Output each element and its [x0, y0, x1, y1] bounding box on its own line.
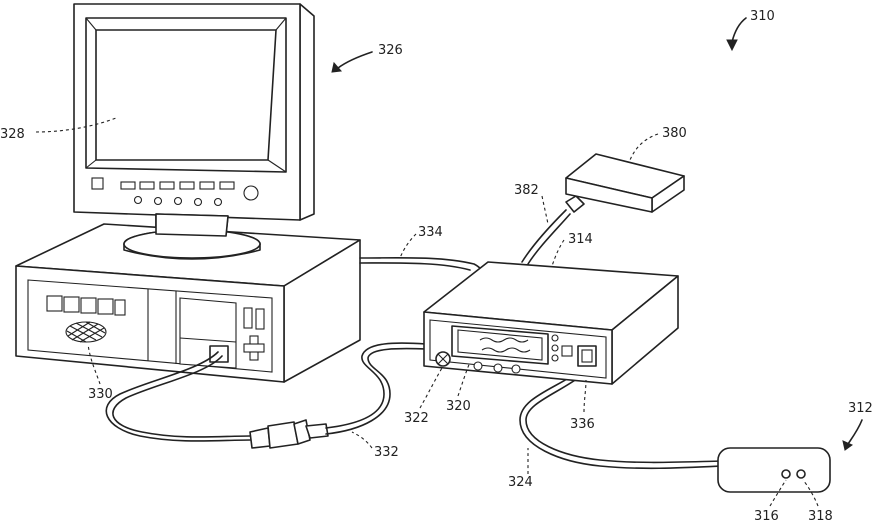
label-380: 380: [662, 126, 687, 141]
monitor-screen: [96, 30, 276, 160]
label-324: 324: [508, 475, 533, 490]
controller-unit: [424, 262, 678, 384]
label-382: 382: [514, 183, 539, 198]
label-320: 320: [446, 399, 471, 414]
label-328: 328: [0, 127, 25, 142]
port-left-icon: [782, 470, 790, 478]
label-330: 330: [88, 387, 113, 402]
label-334: 334: [418, 225, 443, 240]
computer-tower: [16, 214, 360, 382]
label-332: 332: [374, 445, 399, 460]
label-310: 310: [750, 9, 775, 24]
label-336: 336: [570, 417, 595, 432]
label-314: 314: [568, 232, 593, 247]
label-312: 312: [848, 401, 873, 416]
label-322: 322: [404, 411, 429, 426]
label-318: 318: [808, 509, 833, 522]
handpiece: [718, 448, 830, 492]
label-326: 326: [378, 43, 403, 58]
label-316: 316: [754, 509, 779, 522]
port-right-icon: [797, 470, 805, 478]
